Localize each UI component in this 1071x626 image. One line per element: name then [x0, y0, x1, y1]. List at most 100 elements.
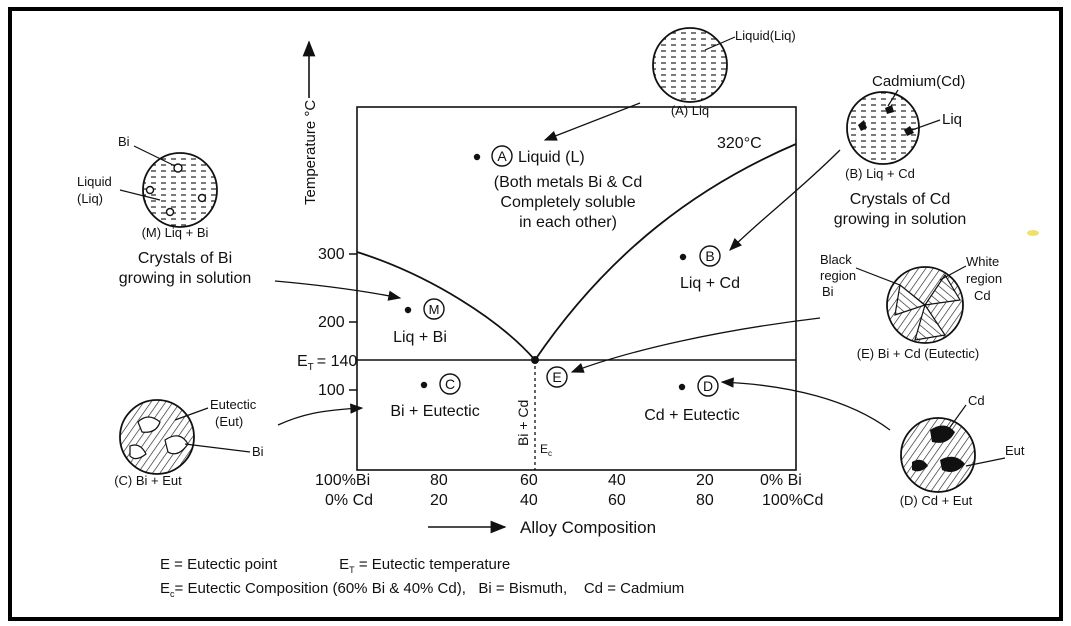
pointer-line [133, 145, 176, 167]
x-tick-cd-0: 0% Cd [325, 492, 373, 509]
micrograph-label: Cd [968, 393, 985, 408]
arrow-to-region-m [274, 280, 402, 301]
arrow-to-region-a [543, 102, 641, 141]
micrograph-label: Cd [974, 288, 991, 303]
region-letter: B [705, 248, 714, 264]
micrograph-label: Liq [942, 111, 962, 128]
micrograph-note: growing in solution [119, 270, 252, 287]
x-tick-cd-4: 80 [696, 492, 714, 509]
bi-grain [137, 416, 161, 433]
scan-speck [1027, 230, 1039, 236]
x-tick-bi-1: 80 [430, 472, 448, 489]
micrograph-label: region [966, 271, 1002, 286]
x-ticks-bi: 100%Bi 80 60 40 20 0% Bi [315, 472, 802, 489]
region-b-text: Liq + Cd [680, 275, 740, 292]
pointer-line [911, 119, 941, 131]
x-tick-bi-5: 0% Bi [760, 472, 802, 489]
region-letter: A [497, 148, 507, 164]
micrograph-label: Black [820, 252, 852, 267]
arrow-to-region-b [729, 149, 841, 251]
legend-eutectic-point: E = Eutectic point [160, 556, 278, 573]
arrow-to-region-c [277, 403, 364, 426]
liquidus-bi-curve [356, 251, 536, 361]
micrograph-label: (Eut) [215, 414, 243, 429]
region-dot [678, 383, 686, 391]
pointer-line [887, 89, 899, 107]
micrograph-a: Liquid(Liq) (A) Liq [543, 27, 796, 141]
micrograph-label: Liquid(Liq) [735, 28, 796, 43]
x-ticks-cd: 0% Cd 20 40 60 80 100%Cd [325, 492, 823, 509]
micrograph-note: Crystals of Bi [138, 250, 232, 267]
x-tick-cd-1: 20 [430, 492, 448, 509]
region-letter-circle [491, 145, 513, 167]
micrograph-label: Bi [252, 444, 264, 459]
pointer-line [947, 404, 967, 431]
y-tick-200: 200 [318, 314, 345, 331]
y-axis-label: Temperature °C [302, 100, 319, 205]
region-b: B Liq + Cd [679, 245, 740, 292]
micrograph-d: Cd Eut (D) Cd + Eut [720, 377, 1025, 508]
region-letter-circle [699, 245, 721, 267]
bi-crystal [173, 163, 183, 173]
region-e: E [546, 366, 568, 388]
micrograph-b: Cadmium(Cd) Liq (B) Liq + Cd Crystals of… [729, 73, 967, 251]
x-axis-label: Alloy Composition [520, 518, 656, 537]
micrograph-label: Liquid [77, 174, 112, 189]
region-letter: C [445, 376, 455, 392]
cd-grain [912, 459, 928, 472]
region-letter: D [703, 378, 713, 394]
micrograph-label: (Liq) [77, 191, 103, 206]
micrograph-caption: (E) Bi + Cd (Eutectic) [857, 346, 979, 361]
micrograph-circle [652, 27, 728, 103]
region-a-line: (Both metals Bi & Cd [494, 174, 643, 191]
x-tick-bi-2: 60 [520, 472, 538, 489]
micrograph-circle [142, 152, 218, 228]
micrograph-note: Crystals of Cd [850, 191, 950, 208]
cd-crystal [858, 120, 867, 131]
pointer-line [965, 457, 1006, 467]
bi-grain [129, 444, 147, 460]
x-tick-bi-4: 20 [696, 472, 714, 489]
micrograph-label: region [820, 268, 856, 283]
grain [923, 273, 961, 306]
pointer-line [184, 443, 251, 453]
region-a: A Liquid (L) (Both metals Bi & Cd Comple… [473, 145, 643, 231]
micrograph-label: White [966, 254, 999, 269]
region-dot [420, 381, 428, 389]
region-a-line: in each other) [519, 214, 617, 231]
micrograph-note: growing in solution [834, 211, 967, 228]
legend-eutectic-temp: ET = Eutectic temperature [339, 556, 511, 575]
micrograph-c: Eutectic (Eut) Bi (C) Bi + Eut [114, 397, 364, 488]
legend-line-2: Ec= Eutectic Composition (60% Bi & 40% C… [160, 580, 685, 599]
region-d: D Cd + Eutectic [644, 375, 740, 424]
micrograph-label: Cadmium(Cd) [872, 73, 965, 90]
region-letter: M [429, 302, 440, 317]
region-letter: E [552, 369, 561, 385]
cd-grain [940, 456, 965, 472]
region-dot [473, 153, 481, 161]
region-a-title: Liquid (L) [518, 149, 585, 166]
region-letter-circle [697, 375, 719, 397]
cd-crystal [904, 126, 914, 136]
y-tick-300: 300 [318, 246, 345, 263]
micrograph-label: Eut [1005, 443, 1025, 458]
legend-line-1: E = Eutectic point ET = Eutectic temperat… [160, 556, 510, 575]
figure-frame [8, 7, 1063, 621]
bi-cd-vertical-label: Bi + Cd [515, 400, 531, 446]
pointer-line [704, 36, 736, 51]
bi-crystal [165, 207, 175, 217]
pointer-line [119, 189, 161, 201]
region-c-text: Bi + Eutectic [390, 403, 479, 420]
micrograph-label: Bi [118, 134, 130, 149]
ec-label: Ec [540, 442, 552, 458]
cd-melting-label: 320°C [717, 135, 762, 152]
micrograph-circle [119, 399, 195, 475]
region-dot [679, 253, 687, 261]
x-tick-bi-3: 40 [608, 472, 626, 489]
cd-crystal [885, 105, 894, 114]
arrow-to-region-d [720, 377, 891, 431]
grain [914, 303, 947, 341]
region-m: M Liq + Bi [393, 298, 447, 346]
micrograph-caption: (A) Liq [671, 103, 709, 118]
eutectic-point [531, 356, 539, 364]
